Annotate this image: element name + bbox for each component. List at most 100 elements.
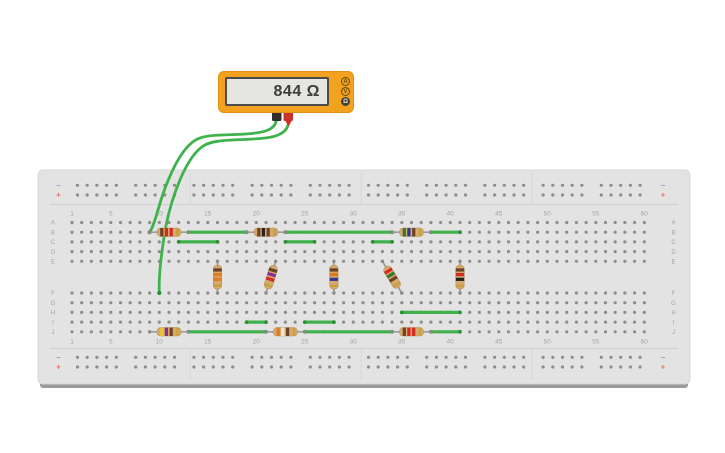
- breadboard-hole[interactable]: [89, 310, 93, 314]
- breadboard-hole[interactable]: [603, 220, 608, 225]
- breadboard-hole[interactable]: [594, 250, 598, 254]
- breadboard-hole[interactable]: [225, 320, 229, 324]
- rail-hole[interactable]: [483, 355, 487, 359]
- rail-hole[interactable]: [638, 365, 642, 369]
- breadboard-hole[interactable]: [642, 240, 646, 244]
- breadboard-hole[interactable]: [312, 250, 317, 254]
- breadboard-hole[interactable]: [99, 320, 103, 324]
- breadboard-hole[interactable]: [361, 220, 365, 225]
- breadboard-hole[interactable]: [468, 230, 472, 234]
- rail-hole[interactable]: [366, 183, 371, 187]
- rail-hole[interactable]: [560, 193, 565, 197]
- breadboard-hole[interactable]: [448, 259, 452, 263]
- breadboard-hole[interactable]: [526, 240, 530, 244]
- breadboard-hole[interactable]: [603, 330, 608, 334]
- breadboard-hole[interactable]: [380, 250, 384, 254]
- rail-hole[interactable]: [366, 193, 371, 197]
- breadboard-hole[interactable]: [322, 310, 326, 314]
- breadboard-hole[interactable]: [400, 259, 404, 263]
- breadboard-hole[interactable]: [642, 330, 646, 334]
- breadboard-hole[interactable]: [274, 291, 278, 295]
- breadboard-hole[interactable]: [109, 220, 113, 225]
- breadboard-hole[interactable]: [371, 320, 375, 324]
- breadboard-hole[interactable]: [89, 220, 93, 225]
- breadboard-hole[interactable]: [497, 220, 501, 225]
- breadboard-hole[interactable]: [613, 320, 617, 324]
- breadboard-hole[interactable]: [536, 320, 540, 324]
- rail-hole[interactable]: [328, 365, 332, 369]
- rail-hole[interactable]: [541, 365, 545, 369]
- rail-hole[interactable]: [396, 183, 400, 187]
- breadboard-hole[interactable]: [487, 320, 491, 324]
- rail-hole[interactable]: [493, 365, 497, 369]
- rail-hole[interactable]: [202, 193, 206, 197]
- breadboard-hole[interactable]: [497, 330, 501, 334]
- breadboard-hole[interactable]: [506, 301, 511, 305]
- breadboard-hole[interactable]: [419, 259, 423, 263]
- breadboard-hole[interactable]: [390, 250, 394, 254]
- breadboard-hole[interactable]: [245, 310, 249, 314]
- breadboard-hole[interactable]: [516, 301, 520, 305]
- breadboard-hole[interactable]: [128, 310, 132, 314]
- rail-hole[interactable]: [250, 193, 254, 197]
- rail-hole[interactable]: [308, 183, 312, 187]
- breadboard-hole[interactable]: [439, 320, 443, 324]
- breadboard-hole[interactable]: [613, 240, 617, 244]
- rail-hole[interactable]: [289, 183, 293, 187]
- rail-hole[interactable]: [628, 355, 633, 359]
- breadboard-hole[interactable]: [409, 259, 414, 263]
- breadboard-hole[interactable]: [613, 230, 617, 234]
- rail-hole[interactable]: [279, 355, 283, 359]
- rail-hole[interactable]: [580, 365, 584, 369]
- breadboard-hole[interactable]: [506, 230, 511, 234]
- breadboard-hole[interactable]: [536, 330, 540, 334]
- breadboard-hole[interactable]: [157, 240, 161, 244]
- breadboard-hole[interactable]: [283, 250, 287, 254]
- breadboard-hole[interactable]: [613, 310, 617, 314]
- breadboard-hole[interactable]: [312, 220, 317, 225]
- breadboard-hole[interactable]: [148, 220, 152, 225]
- breadboard-hole[interactable]: [99, 259, 103, 263]
- breadboard-hole[interactable]: [526, 330, 530, 334]
- rail-hole[interactable]: [599, 355, 603, 359]
- breadboard-hole[interactable]: [80, 220, 84, 225]
- rail-hole[interactable]: [619, 355, 623, 359]
- breadboard-hole[interactable]: [516, 240, 520, 244]
- rail-hole[interactable]: [318, 183, 322, 187]
- breadboard-hole[interactable]: [157, 250, 161, 254]
- breadboard-hole[interactable]: [458, 220, 462, 225]
- rail-hole[interactable]: [638, 193, 642, 197]
- breadboard-hole[interactable]: [623, 310, 627, 314]
- rail-hole[interactable]: [551, 355, 555, 359]
- rail-hole[interactable]: [95, 193, 99, 197]
- breadboard-hole[interactable]: [283, 291, 287, 295]
- breadboard-hole[interactable]: [633, 220, 637, 225]
- breadboard-hole[interactable]: [128, 291, 132, 295]
- rail-hole[interactable]: [512, 193, 516, 197]
- breadboard-hole[interactable]: [245, 259, 249, 263]
- breadboard-hole[interactable]: [109, 240, 113, 244]
- breadboard-hole[interactable]: [312, 310, 317, 314]
- rail-hole[interactable]: [279, 193, 283, 197]
- breadboard-hole[interactable]: [439, 250, 443, 254]
- breadboard-hole[interactable]: [118, 250, 123, 254]
- breadboard-hole[interactable]: [274, 320, 278, 324]
- breadboard-hole[interactable]: [89, 230, 93, 234]
- breadboard-hole[interactable]: [497, 230, 501, 234]
- breadboard-hole[interactable]: [70, 320, 74, 324]
- breadboard-hole[interactable]: [613, 250, 617, 254]
- breadboard-hole[interactable]: [439, 240, 443, 244]
- breadboard-hole[interactable]: [351, 301, 355, 305]
- breadboard-hole[interactable]: [118, 291, 123, 295]
- breadboard-hole[interactable]: [380, 301, 384, 305]
- rail-hole[interactable]: [444, 355, 448, 359]
- rail-hole[interactable]: [444, 193, 448, 197]
- breadboard-hole[interactable]: [536, 259, 540, 263]
- rail-hole[interactable]: [221, 365, 225, 369]
- breadboard-hole[interactable]: [70, 250, 74, 254]
- breadboard-hole[interactable]: [545, 291, 549, 295]
- breadboard-hole[interactable]: [458, 250, 462, 254]
- breadboard-hole[interactable]: [283, 310, 287, 314]
- breadboard-hole[interactable]: [303, 310, 307, 314]
